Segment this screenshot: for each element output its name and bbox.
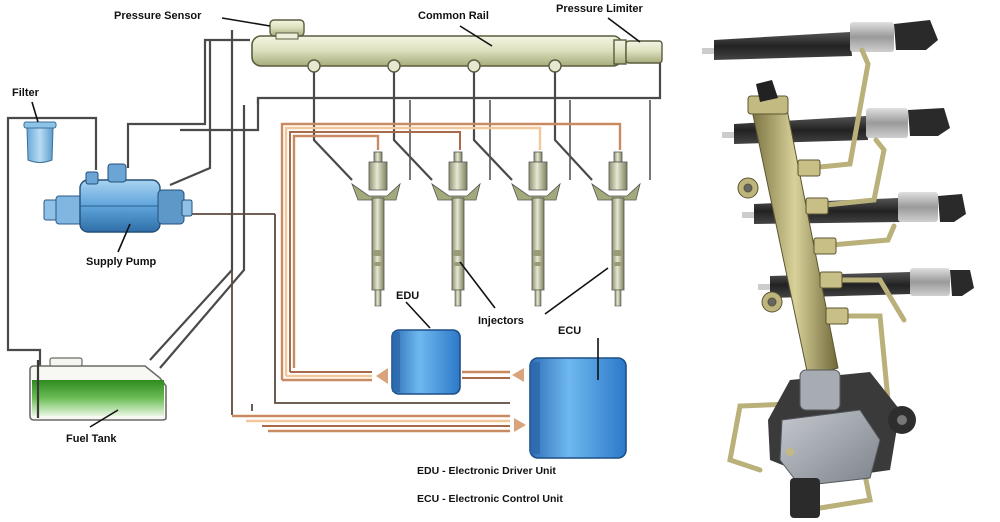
injector-feed-lines xyxy=(312,72,651,181)
label-edu: EDU xyxy=(396,290,419,302)
injector-2 xyxy=(431,151,481,307)
arrow-to-ecu-upper-icon xyxy=(512,368,524,382)
label-supply-pump: Supply Pump xyxy=(86,256,157,268)
fuel-filter xyxy=(23,121,57,163)
injector-1 xyxy=(351,151,401,307)
pressure-limiter xyxy=(613,39,663,65)
label-injectors: Injectors xyxy=(478,315,524,327)
leader-lines xyxy=(31,17,641,428)
injectors xyxy=(351,151,641,307)
diagram-labels: Pressure Sensor Common Rail Pressure Lim… xyxy=(12,3,644,505)
injector-4 xyxy=(591,151,641,307)
label-ecu: ECU xyxy=(558,325,581,337)
label-pressure-limiter: Pressure Limiter xyxy=(556,3,644,15)
render-pressure-sensor xyxy=(756,80,778,102)
render-rail-fittings xyxy=(737,159,849,325)
label-pressure-sensor: Pressure Sensor xyxy=(114,10,202,22)
label-fuel-tank: Fuel Tank xyxy=(66,433,117,445)
label-common-rail: Common Rail xyxy=(418,10,489,22)
arrow-to-edu-icon xyxy=(376,368,388,384)
supply-pump xyxy=(43,163,193,233)
edu-unit xyxy=(391,329,461,395)
render-injector-1 xyxy=(702,20,938,60)
arrow-to-ecu-lower-icon xyxy=(514,418,526,432)
common-rail-render xyxy=(702,20,974,518)
label-filter: Filter xyxy=(12,87,40,99)
legend-ecu: ECU - Electronic Control Unit xyxy=(417,493,563,505)
fuel-tank xyxy=(29,357,167,421)
ecu-unit xyxy=(529,357,627,459)
common-rail xyxy=(251,19,663,73)
legend-edu: EDU - Electronic Driver Unit xyxy=(417,465,556,477)
render-hp-pump xyxy=(768,369,916,518)
pressure-sensor xyxy=(269,19,305,40)
injector-3 xyxy=(511,151,561,307)
control-wiring xyxy=(180,122,622,433)
